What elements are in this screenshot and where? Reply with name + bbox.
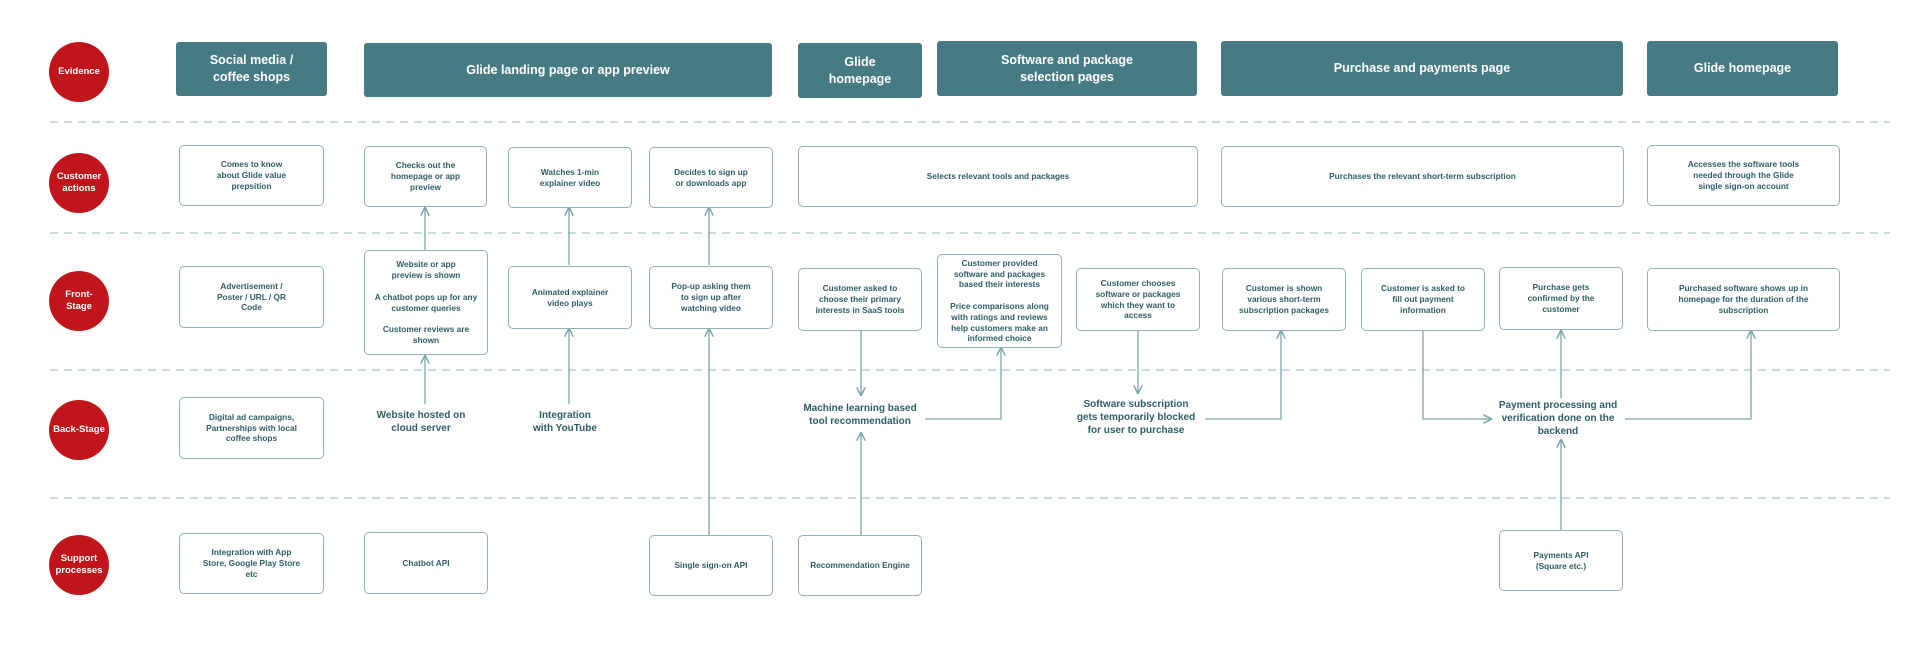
lane-support-processes: Support processes [49,535,109,595]
back-subscription-blocked: Software subscription gets temporarily b… [1076,399,1196,436]
evidence-selection-pages: Software and package selection pages [937,41,1197,96]
lane-front-stage: Front-Stage [49,271,109,331]
action-selects-tools: Selects relevant tools and packages [798,146,1198,207]
front-explainer-video: Animated explainer video plays [508,266,632,329]
front-payment-information: Customer is asked to fill out payment in… [1361,268,1485,331]
front-subscription-packages: Customer is shown various short-term sub… [1222,268,1346,331]
back-youtube-integration: Integration with YouTube [533,410,597,434]
support-recommendation-engine: Recommendation Engine [798,535,922,596]
back-digital-ads: Digital ad campaigns, Partnerships with … [179,397,324,459]
back-cloud-server: Website hosted on cloud server [376,410,466,434]
support-app-store-integration: Integration with App Store, Google Play … [179,533,324,594]
front-purchased-software: Purchased software shows up in homepage … [1647,268,1840,331]
arrow-payinfo-to-processing [1422,331,1491,419]
action-checks-homepage: Checks out the homepage or app preview [364,146,487,207]
lane-back-stage: Back-Stage [49,400,109,460]
back-payment-processing: Payment processing and verification done… [1498,400,1618,437]
evidence-payments-page: Purchase and payments page [1221,41,1623,96]
front-signup-popup: Pop-up asking them to sign up after watc… [649,266,773,329]
arrow-processing-to-software [1625,331,1751,420]
action-purchases-subscription: Purchases the relevant short-term subscr… [1221,146,1624,207]
lane-evidence: Evidence [49,42,109,102]
support-single-sign-on-api: Single sign-on API [649,535,773,596]
action-signs-up: Decides to sign up or downloads app [649,147,773,208]
evidence-landing-page: Glide landing page or app preview [364,43,772,97]
front-advertisement: Advertisement / Poster / URL / QR Code [179,266,324,328]
lane-customer-actions: Customer actions [49,153,109,213]
arrow-block-to-packages [1205,331,1281,420]
support-chatbot-api: Chatbot API [364,532,488,594]
front-choose-interests: Customer asked to choose their primary i… [798,268,922,331]
front-software-provided: Customer provided software and packages … [937,254,1062,348]
action-watches-video: Watches 1-min explainer video [508,147,632,208]
evidence-glide-homepage-2: Glide homepage [1647,41,1838,96]
action-learns-value: Comes to know about Glide value prepsiti… [179,145,324,206]
front-purchase-confirmed: Purchase gets confirmed by the customer [1499,267,1623,330]
action-accesses-tools: Accesses the software tools needed throu… [1647,145,1840,206]
evidence-social-media: Social media / coffee shops [176,42,327,96]
support-payments-api: Payments API (Square etc.) [1499,530,1623,591]
front-customer-chooses: Customer chooses software or packages wh… [1076,268,1200,331]
back-ml-recommendation: Machine learning based tool recommendati… [803,403,917,427]
arrow-ml-to-provided [925,348,1001,420]
front-website-preview: Website or app preview is shown A chatbo… [364,250,488,355]
evidence-glide-homepage-1: Glide homepage [798,43,922,98]
